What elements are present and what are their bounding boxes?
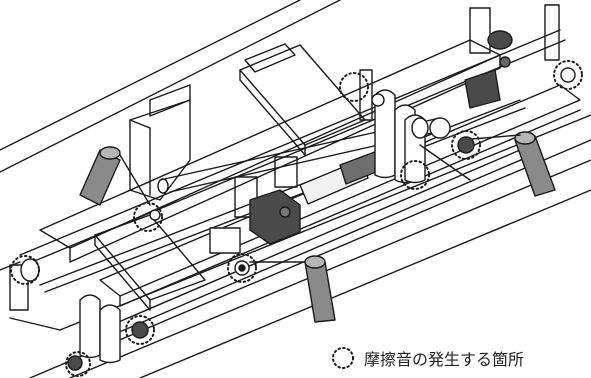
- friction-marker: [65, 351, 91, 377]
- friction-marker: [133, 202, 163, 232]
- friction-markers: [10, 60, 583, 377]
- cords: [119, 134, 521, 263]
- frame-posts: [9, 4, 560, 311]
- friction-marker: [10, 255, 40, 285]
- roller-right: [514, 131, 556, 197]
- dotted-circle-icon: [332, 347, 354, 369]
- friction-marker: [553, 60, 583, 90]
- top-mechanism: [487, 30, 513, 68]
- friction-marker: [227, 253, 257, 283]
- legend: 摩擦音の発生する箇所: [330, 343, 524, 373]
- friction-marker: [400, 160, 430, 190]
- drive-block: [209, 189, 301, 254]
- roller-left: [79, 146, 121, 206]
- hopper: [129, 84, 191, 201]
- roller-dark: [464, 69, 501, 109]
- friction-marker: [125, 315, 155, 345]
- friction-marker: [451, 130, 481, 160]
- lever-brackets: [20, 89, 451, 364]
- friction-marker: [339, 72, 369, 102]
- joints: [67, 67, 576, 371]
- roller-center: [304, 255, 336, 323]
- legend-label: 摩擦音の発生する箇所: [364, 350, 525, 369]
